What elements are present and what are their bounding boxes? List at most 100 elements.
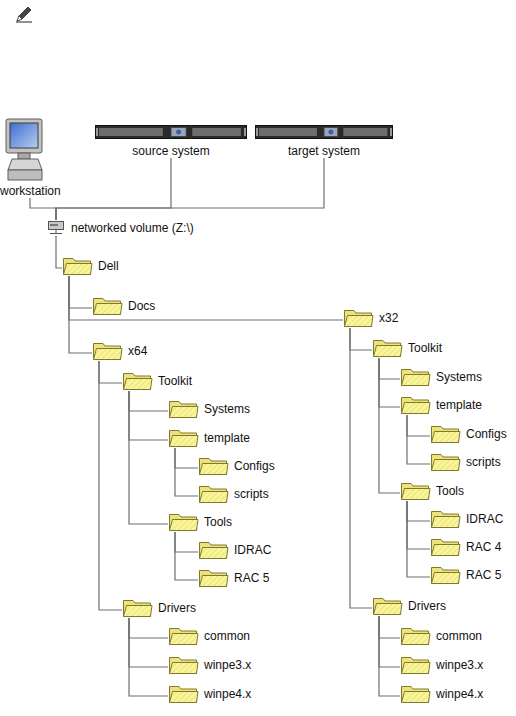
folder-icon: [430, 564, 461, 585]
tree-connector: [69, 276, 343, 320]
tree-connector: [379, 358, 400, 407]
node-label: workstation: [0, 184, 60, 198]
node-label: common: [204, 629, 250, 643]
folder-icon: [92, 295, 123, 316]
node-label: Systems: [436, 370, 482, 384]
node-label: winpe3.x: [436, 658, 483, 672]
folder-icon: [400, 394, 431, 415]
folder-node: winpe3.x: [168, 654, 251, 674]
tree-connector: [129, 391, 168, 440]
node-label: Systems: [204, 402, 250, 416]
node-label: template: [436, 398, 482, 412]
node-label: winpe4.x: [204, 687, 251, 701]
folder-node: Toolkit: [372, 337, 442, 357]
folder-icon: [168, 625, 199, 646]
tree-connector: [407, 501, 430, 577]
folder-node: RAC 5: [198, 567, 269, 587]
volume-node: networked volume (Z:\): [47, 220, 194, 236]
node-label: IDRAC: [234, 543, 271, 557]
folder-icon: [198, 539, 229, 560]
tree-connector: [99, 361, 122, 383]
tree-connector: [407, 415, 430, 464]
folder-icon: [430, 423, 461, 444]
node-label: Docs: [128, 299, 155, 313]
folder-node: Drivers: [372, 595, 446, 615]
folder-node: template: [400, 394, 482, 414]
node-label: scripts: [234, 487, 269, 501]
folder-node: Tools: [168, 511, 232, 531]
tree-connector: [175, 448, 198, 496]
tree-connector: [350, 328, 372, 350]
folder-node: scripts: [198, 483, 269, 503]
folder-icon: [400, 625, 431, 646]
node-label: Tools: [436, 484, 464, 498]
folder-icon: [62, 255, 93, 276]
tree-connector: [407, 501, 430, 549]
folder-node: Docs: [92, 295, 155, 315]
tree-connector: [379, 616, 400, 667]
folder-icon: [372, 337, 403, 358]
node-label: Drivers: [408, 599, 446, 613]
folder-icon: [430, 508, 461, 529]
folder-icon: [168, 427, 199, 448]
tree-connector: [129, 391, 168, 411]
folder-icon: [198, 483, 229, 504]
tree-connector: [379, 358, 400, 493]
node-label: RAC 5: [234, 571, 269, 585]
server-icon: [95, 123, 247, 141]
node-label: common: [436, 629, 482, 643]
tree-connector: [129, 391, 168, 524]
tree-connector: [407, 415, 430, 436]
tree-connector: [175, 448, 198, 468]
tree-connector: [350, 328, 372, 608]
node-label: x32: [379, 311, 398, 325]
tree-connector: [129, 618, 168, 696]
node-label: Dell: [98, 259, 119, 273]
folder-icon: [400, 480, 431, 501]
server-icon: [255, 123, 393, 141]
node-label: template: [204, 431, 250, 445]
folder-node: template: [168, 427, 250, 447]
folder-node: Configs: [198, 455, 275, 475]
folder-icon: [400, 683, 431, 704]
folder-icon: [198, 567, 229, 588]
tree-connector: [69, 276, 92, 308]
folder-node: Toolkit: [122, 370, 192, 390]
workstation-icon: [4, 118, 46, 184]
tree-connector: [175, 532, 198, 552]
tree-connector: [379, 616, 400, 696]
tree-connector: [99, 361, 122, 610]
device-node: target system: [255, 123, 393, 158]
folder-icon: [198, 455, 229, 476]
node-label: Toolkit: [408, 341, 442, 355]
tree-connector: [56, 236, 62, 268]
note-icon: [16, 7, 32, 22]
folder-node: Tools: [400, 480, 464, 500]
network-connector: [30, 198, 56, 220]
tree-connector: [379, 616, 400, 638]
node-label: Configs: [234, 459, 275, 473]
folder-node: x64: [92, 340, 147, 360]
node-label: x64: [128, 344, 147, 358]
tree-connector: [175, 532, 198, 580]
folder-node: scripts: [430, 451, 501, 471]
node-label: RAC 4: [466, 540, 501, 554]
folder-node: Dell: [62, 255, 119, 275]
folder-node: Configs: [430, 423, 507, 443]
node-label: Configs: [466, 427, 507, 441]
folder-icon: [122, 370, 153, 391]
folder-node: Systems: [168, 398, 250, 418]
tree-connector: [379, 358, 400, 379]
tree-connector: [69, 276, 92, 353]
folder-node: RAC 4: [430, 536, 501, 556]
folder-node: Drivers: [122, 597, 196, 617]
node-label: winpe3.x: [204, 658, 251, 672]
network-connector: [56, 158, 324, 220]
node-label: IDRAC: [466, 512, 503, 526]
node-label: target system: [255, 144, 393, 158]
device-node: workstation: [0, 118, 60, 198]
folder-node: common: [400, 625, 482, 645]
tree-connector: [407, 501, 430, 521]
folder-node: winpe4.x: [168, 683, 251, 703]
